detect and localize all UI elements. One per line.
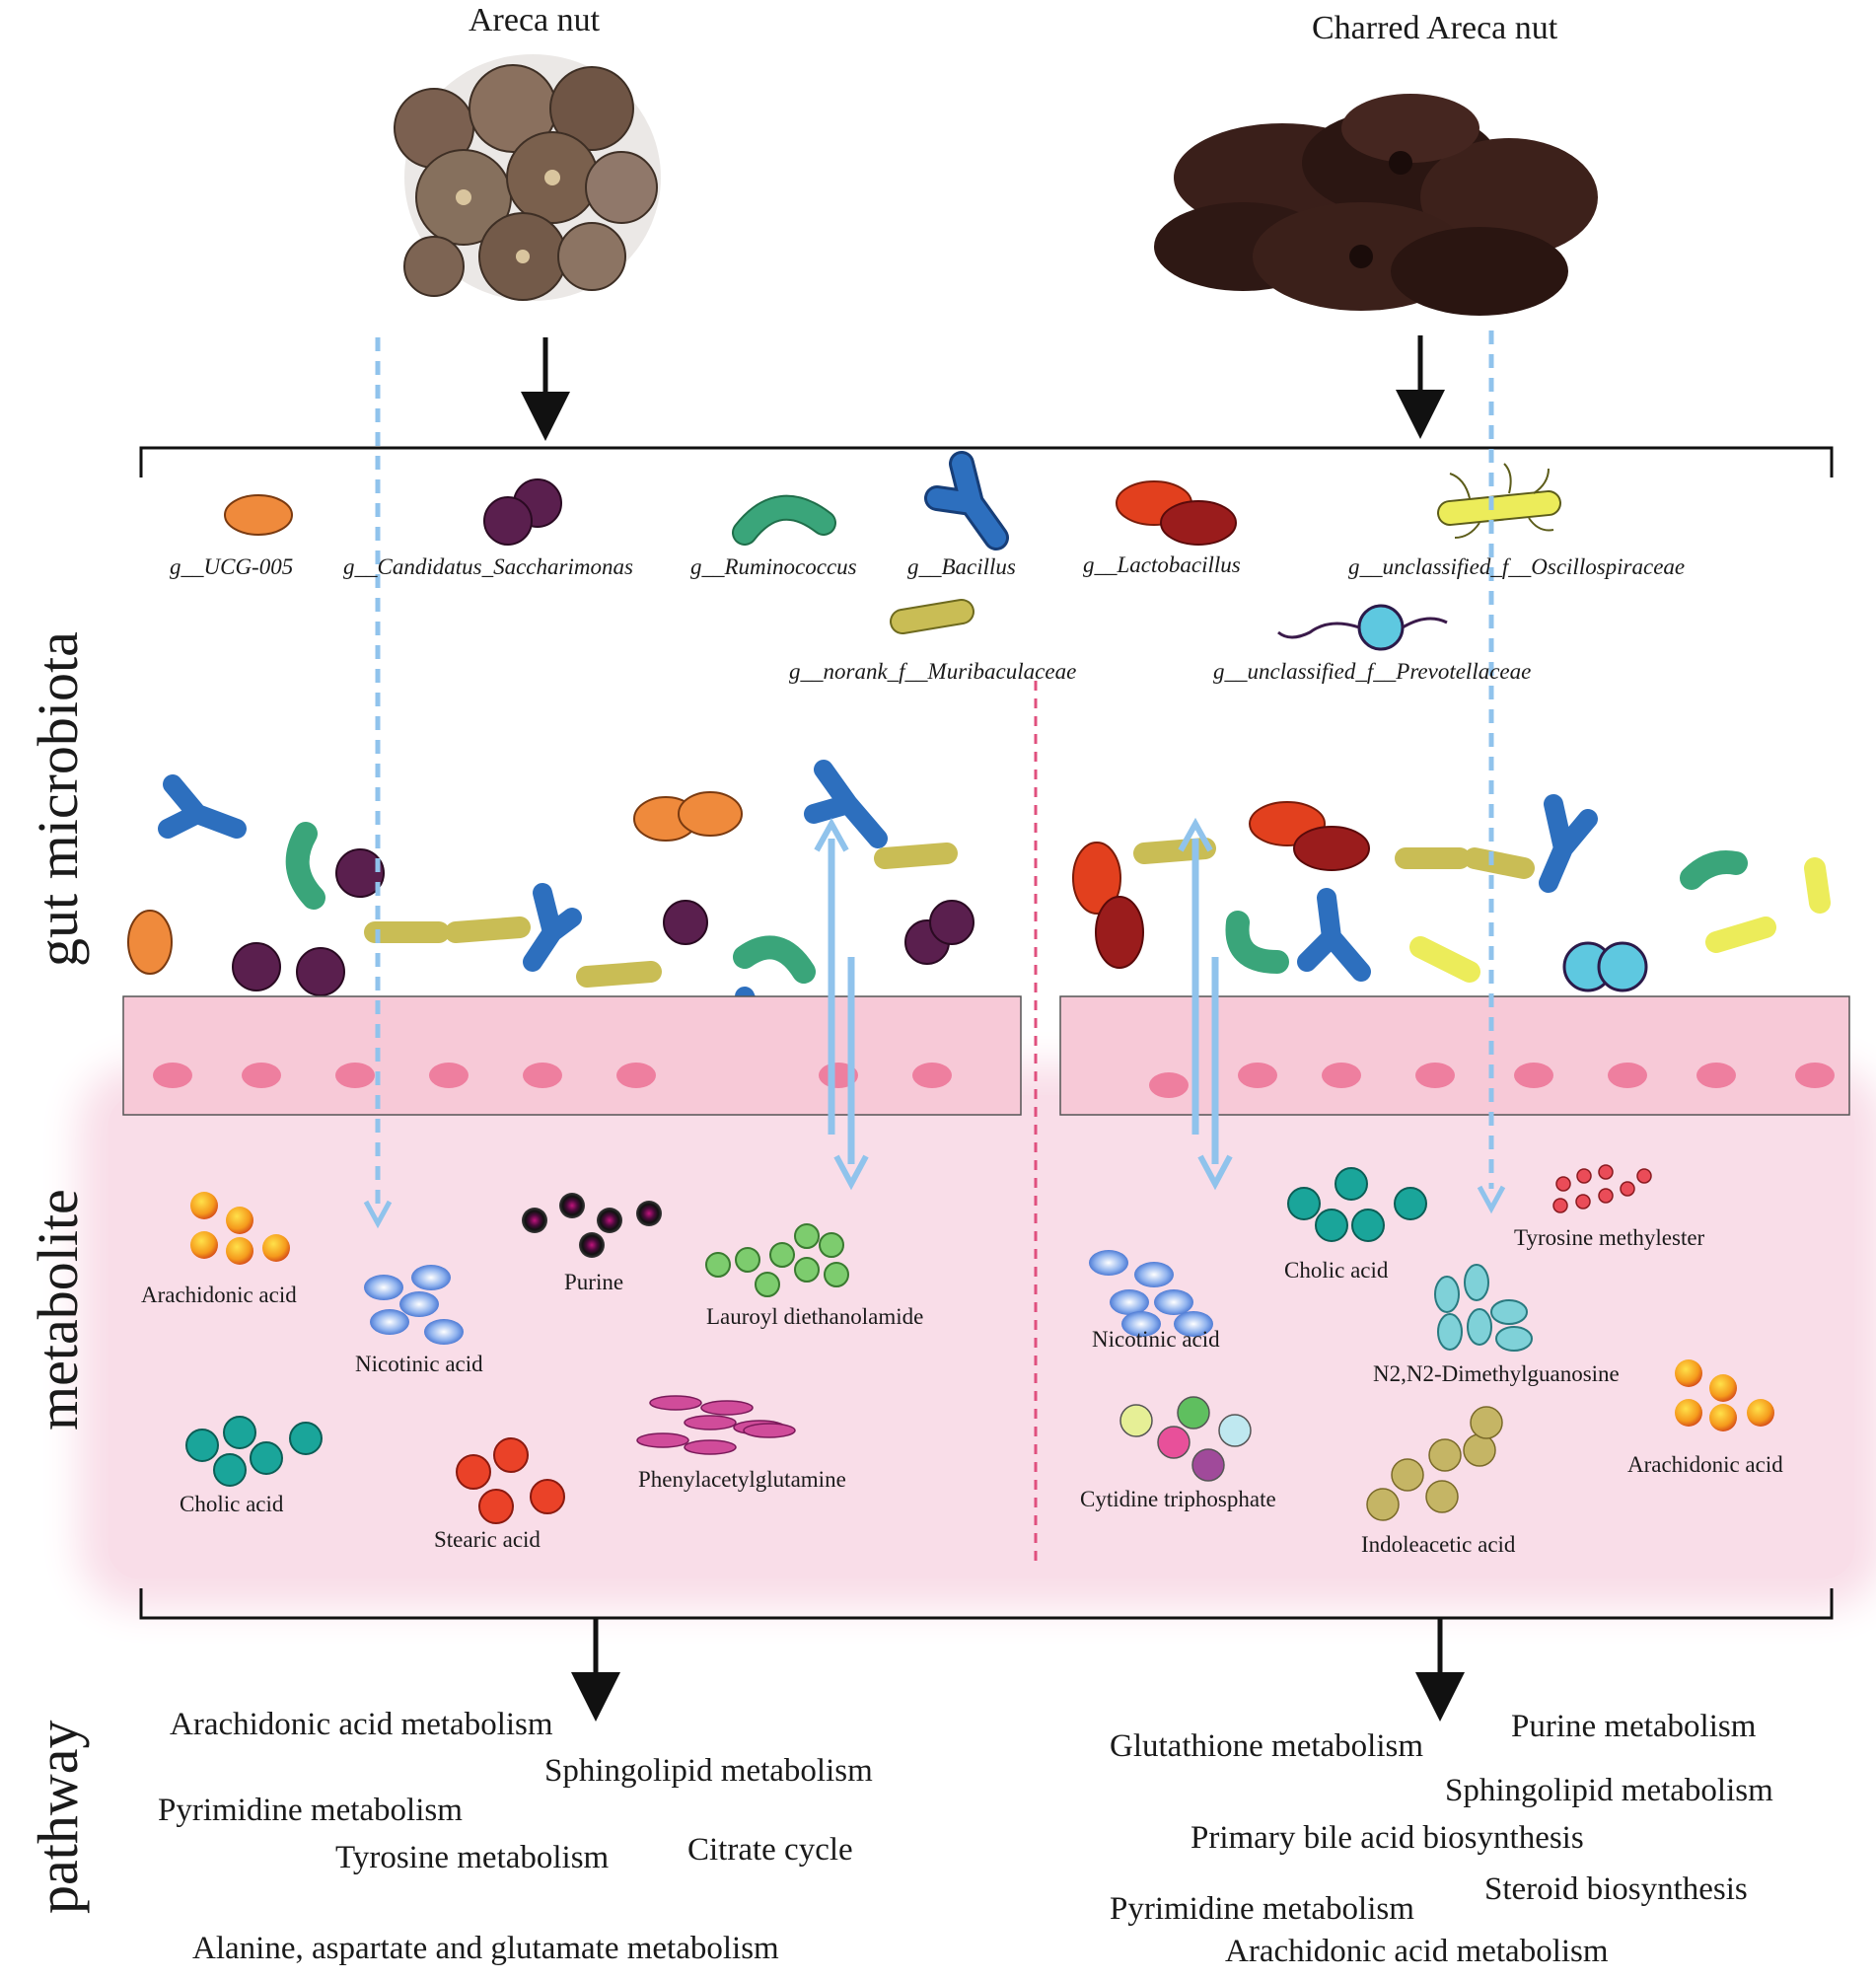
areca-nut-image	[394, 54, 661, 301]
bacteria-label-muribaculaceae: g__norank_f__Muribaculaceae	[789, 659, 1077, 684]
legend-prevotellaceae-icon	[1277, 604, 1448, 651]
metabolite-ctp-icon	[1119, 1396, 1252, 1482]
pathway-right-purine: Purine metabolism	[1511, 1709, 1757, 1744]
legend-muribaculaceae-icon	[890, 599, 974, 634]
metabolite-arachidonic-right-icon	[1675, 1359, 1774, 1431]
bacteria-label-bacillus: g__Bacillus	[907, 554, 1016, 579]
legend-ucg005-icon	[224, 494, 293, 536]
bacteria-label-saccharimonas: g__Candidatus_Saccharimonas	[343, 554, 633, 579]
metabolite-label-lauroyl: Lauroyl diethanolamide	[706, 1304, 924, 1329]
pathway-right-bile-acid: Primary bile acid biosynthesis	[1191, 1820, 1584, 1856]
metabolite-label-arachidonic-right: Arachidonic acid	[1627, 1452, 1783, 1477]
metabolite-label-ctp: Cytidine triphosphate	[1080, 1487, 1276, 1511]
metabolite-cholic-left-icon	[185, 1416, 323, 1487]
metabolite-zone	[108, 1095, 1854, 1578]
metabolite-label-purine: Purine	[564, 1270, 624, 1294]
metabolite-label-cholic-left: Cholic acid	[180, 1492, 284, 1516]
metabolite-label-nicotinic-right: Nicotinic acid	[1092, 1327, 1220, 1352]
bacteria-label-prevotellaceae: g__unclassified_f__Prevotellaceae	[1213, 659, 1532, 684]
bacteria-label-ucg005: g__UCG-005	[170, 554, 294, 579]
bacteria-label-oscillospiraceae: g__unclassified_f__Oscillospiraceae	[1348, 554, 1686, 579]
metabolite-label-tyrosine-methylester: Tyrosine methylester	[1514, 1225, 1705, 1250]
metabolite-nicotinic-right-icon	[1089, 1250, 1213, 1337]
bacteria-label-lactobacillus: g__Lactobacillus	[1083, 552, 1241, 577]
legend-saccharimonas-icon	[483, 478, 562, 546]
pathway-left-pyrimidine: Pyrimidine metabolism	[158, 1793, 463, 1828]
source-title-charred-areca-nut: Charred Areca nut	[1312, 10, 1558, 46]
bacteria-label-ruminococcus: g__Ruminococcus	[690, 554, 857, 579]
pathway-right-glutathione: Glutathione metabolism	[1110, 1728, 1424, 1764]
charred-areca-nut-image	[1154, 94, 1598, 316]
source-title-areca-nut: Areca nut	[469, 2, 601, 38]
metabolite-lauroyl-icon	[705, 1223, 849, 1297]
metabolite-nicotinic-left-icon	[364, 1265, 464, 1345]
pathway-left-arachidonic: Arachidonic acid metabolism	[170, 1707, 553, 1742]
metabolite-arachidonic-left-icon	[190, 1192, 290, 1265]
pathway-left-sphingolipid: Sphingolipid metabolism	[544, 1753, 873, 1789]
metabolite-label-cholic-right: Cholic acid	[1284, 1258, 1389, 1283]
metabolite-label-dimethylguanosine: N2,N2-Dimethylguanosine	[1373, 1361, 1620, 1386]
top-bracket	[139, 446, 1834, 477]
bottom-bracket	[139, 1588, 1834, 1620]
legend-bacillus-icon	[924, 451, 1009, 550]
scattered-bacteria	[127, 760, 1831, 1080]
legend-ruminococcus-icon	[732, 494, 836, 546]
metabolite-purine-icon	[522, 1193, 662, 1258]
exchange-arrows-left	[814, 817, 869, 1191]
metabolite-label-stearic: Stearic acid	[434, 1527, 541, 1552]
metabolite-indoleacetic-icon	[1366, 1406, 1503, 1521]
metabolite-phenylacetylglutamine-icon	[636, 1395, 796, 1455]
pathway-left-tyrosine: Tyrosine metabolism	[335, 1840, 610, 1875]
metabolite-cholic-right-icon	[1287, 1167, 1427, 1242]
epithelium-left	[122, 995, 1022, 1116]
metabolite-label-arachidonic-left: Arachidonic acid	[141, 1283, 297, 1307]
pathway-left-alanine: Alanine, aspartate and glutamate metabol…	[192, 1931, 779, 1966]
pathway-right-sphingolipid: Sphingolipid metabolism	[1445, 1773, 1773, 1808]
metabolite-tyrosine-methylester-icon	[1552, 1164, 1652, 1213]
exchange-arrows-right	[1178, 817, 1233, 1191]
metabolite-dimethylguanosine-icon	[1434, 1264, 1533, 1352]
metabolite-label-indoleacetic: Indoleacetic acid	[1361, 1532, 1516, 1557]
pathway-right-pyrimidine: Pyrimidine metabolism	[1110, 1891, 1414, 1927]
pathway-left-citrate: Citrate cycle	[687, 1832, 853, 1868]
legend-lactobacillus-icon	[1116, 480, 1237, 546]
metabolite-label-nicotinic-left: Nicotinic acid	[355, 1352, 483, 1376]
pathway-right-steroid: Steroid biosynthesis	[1484, 1871, 1748, 1907]
metabolite-label-phenylacetylglutamine: Phenylacetylglutamine	[638, 1467, 846, 1492]
epithelium-right	[1059, 995, 1850, 1116]
legend-oscillospiraceae-icon	[1437, 463, 1561, 539]
pathway-right-arachidonic: Arachidonic acid metabolism	[1225, 1934, 1609, 1969]
metabolite-stearic-icon	[456, 1437, 565, 1524]
